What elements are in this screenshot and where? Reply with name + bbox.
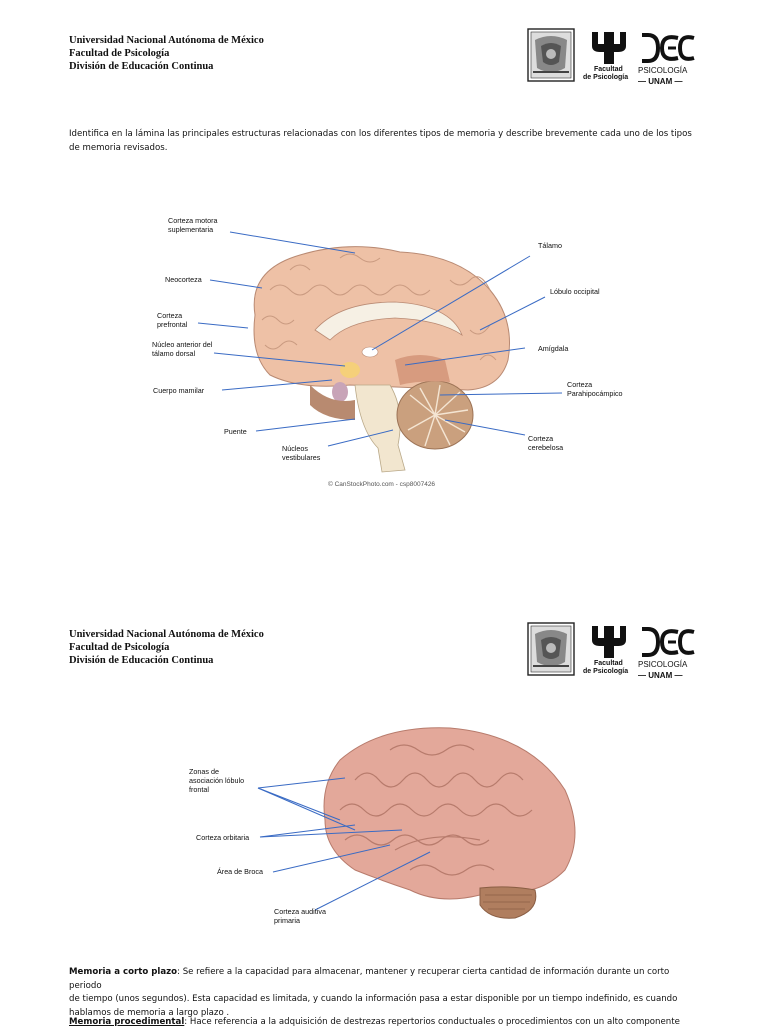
dec-logo-2: PSICOLOGÍA — UNAM — bbox=[638, 626, 698, 682]
instructions-text: Identifica en la lámina las principales … bbox=[69, 129, 692, 153]
memoria-corto-line3: hablamos de memoria a largo plazo . bbox=[69, 1007, 230, 1018]
unam-label: — UNAM — bbox=[638, 77, 682, 86]
figure1-credit: © CanStockPhoto.com - csp8007426 bbox=[328, 480, 435, 488]
de-psicologia-label-2: de Psicología bbox=[583, 668, 629, 675]
memoria-corto-text1: : Se refiere a la capacidad para almacen… bbox=[69, 967, 670, 991]
brainstem-shape bbox=[354, 384, 406, 473]
header-division-2: División de Educación Continua bbox=[69, 655, 214, 666]
header-faculty-2: Facultad de Psicología bbox=[69, 642, 170, 653]
anterior-nucleus-shape bbox=[340, 362, 360, 378]
gyri-lines bbox=[261, 253, 497, 361]
label-zonas-asociacion: Zonas de asociación lóbulo frontal bbox=[189, 767, 244, 794]
header-university-2: Universidad Nacional Autónoma de México bbox=[69, 629, 264, 640]
header-university: Universidad Nacional Autónoma de México bbox=[69, 35, 264, 46]
pons-shape bbox=[310, 385, 355, 420]
memoria-procedimental-text: : Hace referencia a la adquisición de de… bbox=[184, 1017, 680, 1027]
memoria-procedimental-term: Memoria procedimental bbox=[69, 1017, 185, 1027]
corpus-callosum bbox=[314, 301, 463, 341]
label-nucleos-vestibulares-line1: Núcleos bbox=[282, 444, 308, 453]
label-neocorteza: Neocorteza bbox=[165, 275, 202, 284]
label-corteza-prefrontal-line2: prefrontal bbox=[157, 320, 188, 329]
label-corteza-cerebelosa-line2: cerebelosa bbox=[528, 443, 564, 452]
label-amigdala: Amígdala bbox=[538, 344, 569, 353]
unam-text-2: UNAM bbox=[648, 671, 673, 680]
label-zonas-asociacion-line3: frontal bbox=[189, 785, 209, 794]
memoria-corto-line1: Memoria a corto plazo: Se refiere a la c… bbox=[69, 966, 701, 993]
label-area-broca: Área de Broca bbox=[217, 867, 263, 876]
memoria-corto-line2: de tiempo (unos segundos). Esta capacida… bbox=[69, 994, 678, 1004]
label-corteza-auditiva-line1: Corteza auditiva bbox=[274, 907, 326, 916]
unam-seal-logo-2 bbox=[527, 622, 575, 676]
header-division: División de Educación Continua bbox=[69, 61, 214, 72]
dec-logo: PSICOLOGÍA — UNAM — bbox=[638, 32, 698, 88]
brain-lateral-shape bbox=[323, 727, 576, 900]
mamillary-body-shape bbox=[332, 382, 348, 402]
label-corteza-cerebelosa: Corteza cerebelosa bbox=[528, 434, 563, 452]
label-corteza-cerebelosa-line1: Corteza bbox=[528, 434, 554, 443]
label-nucleo-anterior-line1: Núcleo anterior del bbox=[152, 340, 213, 349]
psicologia-label-2: PSICOLOGÍA bbox=[638, 660, 688, 669]
unam-text: UNAM bbox=[648, 77, 673, 86]
sagittal-brain-diagram: © CanStockPhoto.com - csp8007426 bbox=[197, 231, 563, 488]
de-psicologia-label: de Psicología bbox=[583, 74, 629, 81]
label-corteza-motora: Corteza motora suplementaria bbox=[168, 216, 218, 234]
label-puente: Puente bbox=[224, 427, 247, 436]
label-corteza-prefrontal: Corteza prefrontal bbox=[157, 311, 187, 329]
label-cuerpo-mamilar: Cuerpo mamilar bbox=[153, 386, 205, 395]
memoria-corto-paragraph: Memoria a corto plazo: Se refiere a la c… bbox=[69, 966, 701, 1020]
label-nucleo-anterior-line2: tálamo dorsal bbox=[152, 349, 196, 358]
header-faculty: Facultad de Psicología bbox=[69, 48, 170, 59]
label-corteza-auditiva-line2: primaria bbox=[274, 916, 300, 925]
label-zonas-asociacion-line2: asociación lóbulo bbox=[189, 776, 245, 785]
unam-dash-right-2: — bbox=[672, 671, 683, 680]
label-corteza-parahipocampico: Corteza Parahipocámpico bbox=[567, 380, 623, 398]
label-corteza-auditiva: Corteza auditiva primaria bbox=[274, 907, 326, 925]
label-corteza-prefrontal-line1: Corteza bbox=[157, 311, 183, 320]
label-corteza-motora-line2: suplementaria bbox=[168, 225, 214, 234]
facultad-label-2: Facultad bbox=[594, 660, 623, 667]
label-nucleo-anterior: Núcleo anterior del tálamo dorsal bbox=[152, 340, 212, 358]
brain-annotation-arrows bbox=[257, 777, 431, 911]
unam-dash-left-2: — bbox=[638, 671, 649, 680]
lateral-brain-image bbox=[257, 727, 576, 919]
thalamus-shape bbox=[361, 346, 379, 358]
unam-dash-left: — bbox=[638, 77, 649, 86]
cerebellum-lines bbox=[483, 894, 532, 910]
facultad-label: Facultad bbox=[594, 66, 623, 73]
temporal-region bbox=[395, 355, 450, 385]
facultad-psicologia-logo: Facultad de Psicología bbox=[582, 30, 636, 86]
label-zonas-asociacion-line1: Zonas de bbox=[189, 767, 219, 776]
memoria-procedimental-paragraph: Memoria procedimental: Hace referencia a… bbox=[69, 1016, 701, 1030]
annotation-arrows bbox=[197, 231, 563, 447]
label-corteza-parahipocampico-line2: Parahipocámpico bbox=[567, 389, 623, 398]
facultad-psicologia-logo-2: Facultad de Psicología bbox=[582, 624, 636, 680]
cerebellum-lateral bbox=[479, 886, 537, 919]
label-corteza-motora-line1: Corteza motora bbox=[168, 216, 218, 225]
memoria-corto-term: Memoria a corto plazo bbox=[69, 967, 178, 977]
page-1: Universidad Nacional Autónoma de México … bbox=[0, 0, 768, 512]
psicologia-label: PSICOLOGÍA bbox=[638, 66, 688, 75]
label-nucleos-vestibulares: Núcleos vestibulares bbox=[282, 444, 320, 462]
unam-label-2: — UNAM — bbox=[638, 671, 682, 680]
label-talamo: Tálamo bbox=[538, 241, 562, 250]
cerebellum-folia bbox=[407, 384, 469, 447]
label-corteza-orbitaria: Corteza orbitaria bbox=[196, 833, 250, 842]
unam-seal-logo bbox=[527, 28, 575, 82]
label-lobulo-occipital: Lóbulo occipital bbox=[550, 287, 600, 296]
unam-dash-right: — bbox=[672, 77, 683, 86]
label-nucleos-vestibulares-line2: vestibulares bbox=[282, 453, 321, 462]
page-2: Universidad Nacional Autónoma de México … bbox=[0, 600, 768, 1027]
brain-gyri bbox=[339, 744, 533, 876]
label-corteza-parahipocampico-line1: Corteza bbox=[567, 380, 593, 389]
